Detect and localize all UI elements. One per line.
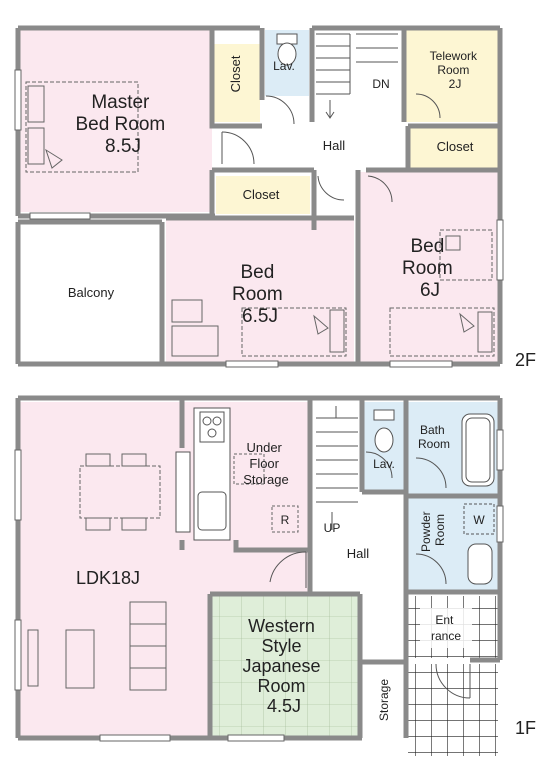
svg-text:Ent rance: Ent rance (431, 613, 461, 643)
mid-closet-label: Closet (243, 187, 280, 202)
telework-floor (406, 30, 498, 122)
master-bedroom-floor (20, 30, 212, 212)
right-closet-label: Closet (437, 139, 474, 154)
bedroom-mid-furniture (171, 299, 347, 357)
western-label-4: Room (257, 676, 305, 696)
underfloor-hatch (233, 453, 265, 485)
kitchen-counter (175, 407, 231, 541)
bedroom-mid-label-1: Bed (240, 262, 274, 283)
telework-label-1: Telework (430, 49, 478, 63)
floor-1f: Under Floor Storage R Lav. Bath Room UP … (14, 395, 536, 756)
windows-2f (14, 69, 504, 368)
master-bedroom-label-2: Bed Room (75, 114, 165, 135)
bedroom-right-label-2: Room (402, 258, 453, 279)
bath-label-2: Room (418, 437, 450, 451)
master-bedroom-label-1: Master (91, 92, 150, 113)
mid-closet-floor (216, 176, 310, 214)
porch-floor (408, 664, 498, 756)
western-label-1: Western (248, 616, 315, 636)
svg-text:Powder Room: Powder Room (419, 508, 447, 552)
underfloor-label-2: Floor (249, 456, 279, 471)
floor-1f-label: 1F (515, 718, 536, 738)
master-closet-label: Closet (228, 55, 243, 92)
svg-text:Western Style Japa: Western Style Japanese Room 4.5J (242, 616, 325, 716)
stair-1f-floor (312, 402, 362, 522)
western-label-2: Style (261, 636, 301, 656)
floor-2f-label: 2F (515, 350, 536, 370)
doors-2f (221, 93, 441, 203)
up-label: UP (324, 521, 341, 535)
right-closet-floor (410, 128, 498, 168)
r-hatch (271, 505, 299, 533)
svg-text:Under Floor Storag: Under Floor Storage (243, 440, 289, 487)
bath-label-1: Bath (420, 423, 445, 437)
lav-1f-label: Lav. (373, 457, 395, 471)
lav-2f-label: Lav. (273, 59, 295, 73)
hall-1f-floor (312, 522, 406, 592)
entrance-label-1: Ent (435, 613, 454, 627)
underfloor-label-1: Under (246, 440, 282, 455)
bedroom-right-label-3: 6J (420, 280, 440, 301)
master-closet-floor (212, 44, 260, 122)
svg-text:Bed Room 6J: Bed Room 6J (402, 236, 458, 301)
underfloor-label-3: Storage (243, 472, 289, 487)
storage-label: Storage (377, 679, 391, 721)
powder-label-1: Powder (419, 511, 433, 552)
powder-label-2: Room (433, 514, 447, 546)
down-label: DN (372, 77, 389, 91)
stairs-2f (316, 33, 398, 119)
bedroom-right-furniture (389, 229, 495, 357)
western-label-5: 4.5J (267, 696, 301, 716)
bedroom-right-floor (360, 172, 498, 362)
western-label-3: Japanese (242, 656, 320, 676)
storage-floor (364, 664, 404, 736)
svg-text:Telework Room 2J: Telework Room 2J (430, 49, 481, 91)
svg-text:Master Bed Room 8.: Master Bed Room 8.5J (75, 92, 170, 157)
doors-1f (269, 451, 471, 699)
floor-2f: Master Bed Room 8.5J Closet Lav. DN Tele… (14, 25, 536, 370)
svg-text:Bath Room: Bath Room (418, 423, 450, 451)
stair-2f-floor (312, 30, 402, 122)
bedroom-mid-label-3: 6.5J (242, 306, 278, 327)
stairs-1f (316, 406, 358, 530)
toilet-1f (373, 409, 395, 453)
svg-text:Bed Room 6.5J: Bed Room 6.5J (232, 262, 288, 327)
hall-2f-floor (265, 122, 408, 170)
bedroom-mid-floor (166, 220, 354, 362)
hall-1f-label: Hall (347, 546, 370, 561)
western-room-floor (212, 596, 358, 736)
telework-label-2: Room (437, 63, 469, 77)
windows-1f (14, 429, 504, 742)
living-furniture (27, 601, 167, 691)
bedroom-mid-label-2: Room (232, 284, 283, 305)
w-mark-label: W (473, 513, 485, 527)
hall-2f-label: Hall (323, 138, 346, 153)
toilet-2f (276, 33, 298, 66)
dining-table (79, 453, 161, 531)
r-mark-label: R (281, 513, 290, 527)
powder-fixtures (463, 503, 495, 585)
bedroom-right-label-1: Bed (410, 236, 444, 257)
bathtub (461, 413, 495, 487)
telework-label-3: 2J (449, 77, 462, 91)
ldk-label: LDK18J (76, 568, 140, 588)
entrance-label-2: rance (431, 629, 461, 643)
entrance-label-bg (420, 608, 472, 648)
balcony-label: Balcony (68, 285, 115, 300)
master-bedroom-label-3: 8.5J (105, 136, 141, 157)
master-bed-furniture (25, 81, 139, 173)
balcony-floor (20, 224, 160, 362)
